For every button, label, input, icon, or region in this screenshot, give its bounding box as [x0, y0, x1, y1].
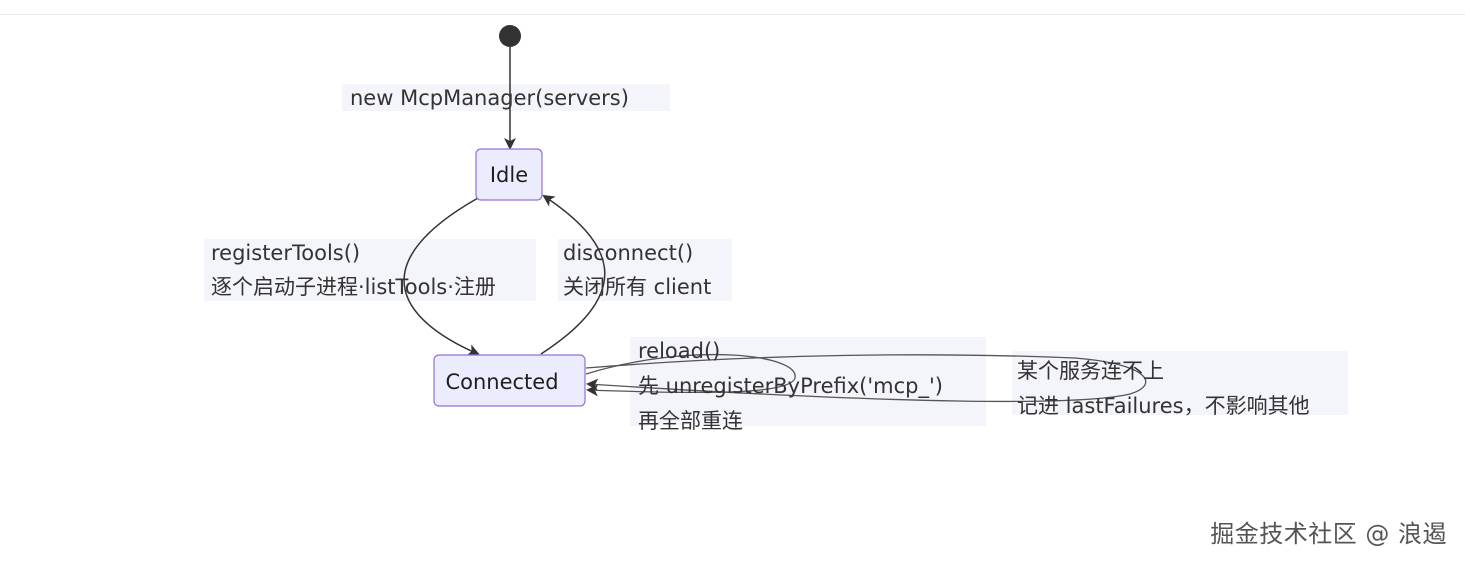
edge-label-reload-line1: reload() — [638, 339, 720, 363]
edge-label-failure-line2: 记进 lastFailures，不影响其他 — [1017, 394, 1310, 418]
state-idle-label: Idle — [490, 163, 528, 187]
edge-label-failure-line1: 某个服务连不上 — [1017, 359, 1164, 383]
edge-label-disconnect-line2: 关闭所有 client — [563, 275, 711, 299]
top-divider — [0, 14, 1465, 15]
edge-failure-loop — [585, 354, 1147, 403]
edge-label-reload-line2: 先 unregisterByPrefix('mcp_') — [638, 374, 943, 399]
edge-label-bg-failure — [1012, 351, 1348, 415]
edge-label-bg-register — [204, 239, 536, 301]
edge-label-disconnect-line1: disconnect() — [563, 241, 693, 265]
edge-label-reload-line3: 再全部重连 — [638, 409, 743, 433]
edge-label-bg-disconnect — [558, 239, 732, 301]
edge-register — [403, 197, 480, 356]
edge-label-init: new McpManager(servers) — [350, 86, 629, 110]
edge-label-bg-reload — [630, 337, 986, 426]
initial-state-dot — [499, 25, 521, 47]
edge-label-bg-init — [342, 84, 670, 111]
watermark: 掘金技术社区 @ 浪遏 — [1210, 520, 1447, 548]
edge-disconnect — [540, 194, 606, 355]
state-connected[interactable]: Connected — [433, 354, 586, 407]
state-idle[interactable]: Idle — [475, 148, 543, 201]
state-connected-label: Connected — [445, 370, 558, 394]
edge-reload-loop — [585, 353, 796, 397]
edge-label-register-line1: registerTools() — [211, 241, 360, 265]
edge-label-register-line2: 逐个启动子进程·listTools·注册 — [211, 275, 496, 299]
